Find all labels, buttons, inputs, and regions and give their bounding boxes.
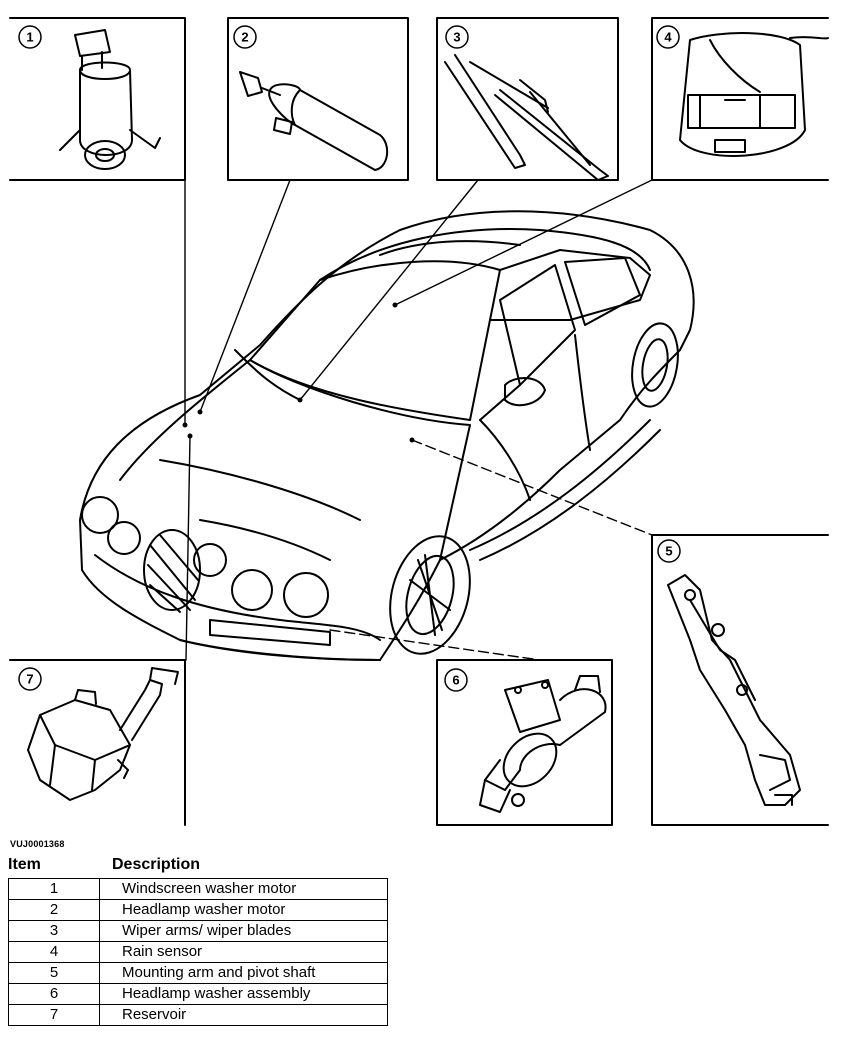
leader-dots	[182, 302, 415, 443]
table-row: 2 Headlamp washer motor	[8, 899, 388, 921]
callout-number-3: 3	[453, 30, 460, 45]
car-illustration	[79, 210, 695, 661]
table-row: 7 Reservoir	[8, 1004, 388, 1026]
leader-lines	[184, 179, 653, 661]
item-description: Windscreen washer motor	[99, 878, 388, 900]
item-description: Wiper arms/ wiper blades	[99, 920, 388, 942]
washer-wiper-diagram: 1 2 3 4 5 6 7	[9, 17, 829, 826]
table-row: 4 Rain sensor	[8, 941, 388, 963]
callout-number-2: 2	[241, 30, 248, 45]
headlamp-motor-sketch	[239, 71, 389, 171]
item-number: 5	[8, 962, 100, 984]
item-number: 1	[8, 878, 100, 900]
callout-number-5: 5	[665, 544, 672, 559]
callout-circles	[18, 25, 681, 692]
table-row: 3 Wiper arms/ wiper blades	[8, 920, 388, 942]
item-description: Headlamp washer assembly	[99, 983, 388, 1005]
item-number: 2	[8, 899, 100, 921]
legend-table: 1 Windscreen washer motor 2 Headlamp was…	[8, 878, 388, 1026]
item-number: 7	[8, 1004, 100, 1026]
callout-number-4: 4	[664, 30, 672, 45]
legend-header-description: Description	[112, 856, 201, 873]
table-row: 1 Windscreen washer motor	[8, 878, 388, 900]
reservoir-sketch	[27, 667, 179, 801]
item-number: 3	[8, 920, 100, 942]
item-number: 4	[8, 941, 100, 963]
callout-number-1: 1	[26, 30, 33, 45]
table-row: 6 Headlamp washer assembly	[8, 983, 388, 1005]
callout-number-6: 6	[452, 673, 459, 688]
mounting-arm-sketch	[667, 574, 801, 806]
wiper-blades-sketch	[444, 54, 609, 181]
rain-sensor-sketch	[679, 32, 829, 157]
item-description: Rain sensor	[99, 941, 388, 963]
washer-motor-sketch	[59, 29, 161, 170]
item-number: 6	[8, 983, 100, 1005]
table-row: 5 Mounting arm and pivot shaft	[8, 962, 388, 984]
legend: Item Description 1 Windscreen washer mot…	[8, 856, 388, 1026]
figure-code: VUJ0001368	[10, 839, 65, 849]
item-description: Reservoir	[99, 1004, 388, 1026]
legend-header: Item Description	[8, 856, 388, 878]
item-description: Headlamp washer motor	[99, 899, 388, 921]
callout-number-7: 7	[26, 672, 33, 687]
legend-header-item: Item	[8, 856, 41, 873]
headlamp-washer-sketch	[479, 675, 607, 813]
item-description: Mounting arm and pivot shaft	[99, 962, 388, 984]
